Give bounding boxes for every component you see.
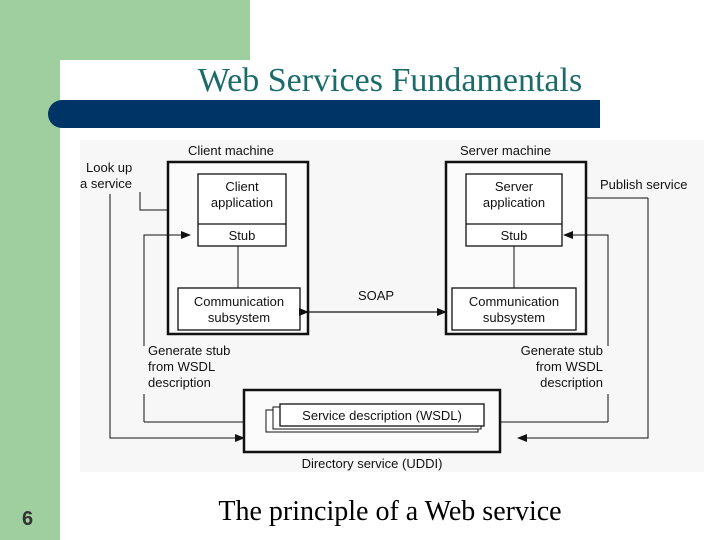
title-underline-bar	[48, 100, 600, 128]
server-stub-label: Stub	[501, 228, 528, 243]
server-application-line2: application	[483, 195, 545, 210]
client-application-box	[197, 173, 287, 247]
service-description-box	[279, 403, 485, 427]
web-service-diagram: Client machine Client application Stub C…	[80, 140, 704, 472]
directory-service-label: Directory service (UDDI)	[302, 456, 443, 471]
generate-stub-right-line2: from WSDL	[536, 359, 603, 374]
client-application-line2: application	[211, 195, 273, 210]
service-description-label: Service description (WSDL)	[302, 408, 462, 423]
slide-caption: The principle of a Web service	[218, 496, 562, 527]
generate-stub-left-line1: Generate stub	[148, 343, 230, 358]
generate-stub-right-line1: Generate stub	[521, 343, 603, 358]
generate-stub-left-line3: description	[148, 375, 211, 390]
client-stub-label: Stub	[229, 228, 256, 243]
publish-service-label: Publish service	[600, 177, 687, 192]
look-up-line1: Look up	[86, 160, 132, 175]
slide-title: Web Services Fundamentals	[197, 62, 583, 99]
server-communication-line2: subsystem	[483, 310, 545, 325]
server-communication-line1: Communication	[469, 294, 559, 309]
server-machine-label: Server machine	[460, 143, 551, 158]
client-application-line1: Client	[225, 179, 259, 194]
generate-stub-right-line3: description	[540, 375, 603, 390]
client-communication-line1: Communication	[194, 294, 284, 309]
left-accent-bar	[0, 0, 60, 540]
slide-number: 6	[22, 508, 34, 530]
client-machine-label: Client machine	[188, 143, 274, 158]
top-accent-tab	[0, 0, 250, 60]
generate-stub-left-line2: from WSDL	[148, 359, 215, 374]
look-up-line2: a service	[80, 176, 132, 191]
client-communication-line2: subsystem	[208, 310, 270, 325]
server-application-line1: Server	[495, 179, 534, 194]
server-communication-box	[451, 287, 577, 331]
soap-label: SOAP	[358, 288, 394, 303]
server-application-box	[465, 173, 563, 247]
